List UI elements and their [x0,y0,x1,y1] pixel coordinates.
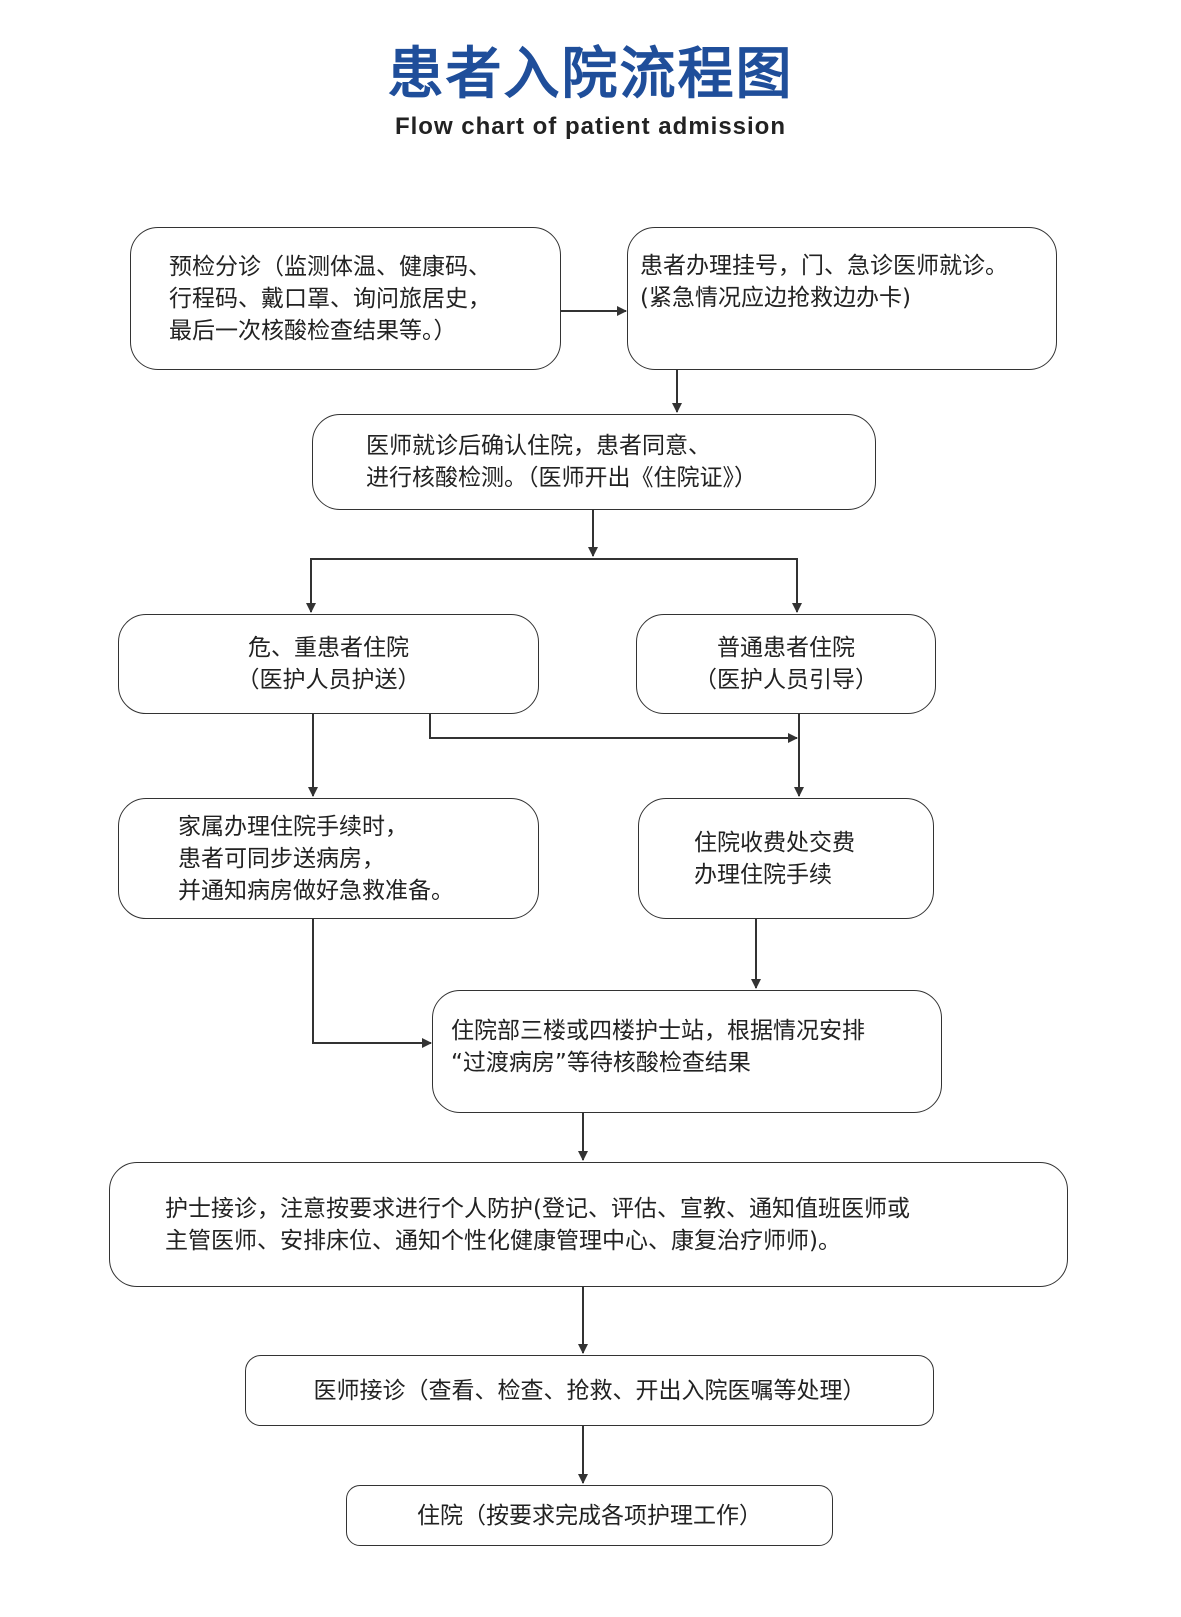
node-line: 最后一次核酸检查结果等。） [169,317,457,344]
node-line: 患者可同步送病房， [178,845,385,872]
node-line: 普通患者住院 [717,635,855,661]
node-transition: 住院部三楼或四楼护士站，根据情况安排 “过渡病房”等待核酸检查结果 [432,990,942,1113]
node-line: 医师接诊（查看、检查、抢救、开出入院医嘱等处理） [313,1377,866,1404]
node-line: 医师就诊后确认住院，患者同意、 [366,433,711,459]
node-line: 行程码、戴口罩、询问旅居史， [169,285,491,312]
arrow-family-to-transition [312,918,432,1048]
node-line: （医护人员引导） [694,667,878,693]
arrow-critical-to-payment-path [429,713,798,743]
node-family: 家属办理住院手续时， 患者可同步送病房， 并通知病房做好急救准备。 [118,798,539,919]
node-line: 并通知病房做好急救准备。 [178,877,454,904]
node-critical: 危、重患者住院 （医护人员护送） [118,614,539,714]
node-line: 办理住院手续 [694,861,832,888]
node-line: 危、重患者住院 [248,635,409,661]
node-line: 住院部三楼或四楼护士站，根据情况安排 [451,1018,865,1044]
node-line: 进行核酸检测。（医师开出《住院证》） [366,465,757,491]
node-confirm: 医师就诊后确认住院，患者同意、 进行核酸检测。（医师开出《住院证》） [312,414,876,510]
node-normal: 普通患者住院 （医护人员引导） [636,614,936,714]
node-line: 预检分诊（监测体温、健康码、 [169,253,491,280]
node-line: （医护人员护送） [236,667,421,693]
node-line: 护士接诊，注意按要求进行个人防护(登记、评估、宣教、通知值班医师或 [165,1195,910,1222]
node-payment: 住院收费处交费 办理住院手续 [638,798,934,919]
node-line: “过渡病房”等待核酸检查结果 [451,1050,751,1076]
node-line: 家属办理住院手续时， [178,813,408,840]
node-line: 住院收费处交费 [694,829,855,856]
node-admit: 住院（按要求完成各项护理工作） [346,1485,833,1546]
node-line: 住院（按要求完成各项护理工作） [417,1502,762,1529]
node-nurse: 护士接诊，注意按要求进行个人防护(登记、评估、宣教、通知值班医师或 主管医师、安… [109,1162,1068,1287]
branch-line [310,558,802,613]
node-registration: 患者办理挂号，门、急诊医师就诊。 (紧急情况应边抢救边办卡) [627,227,1057,370]
node-doctor: 医师接诊（查看、检查、抢救、开出入院医嘱等处理） [245,1355,934,1426]
page-title: 患者入院流程图 [387,42,794,107]
node-line: 主管医师、安排床位、通知个性化健康管理中心、康复治疗师师)。 [165,1227,841,1254]
node-line: 患者办理挂号，门、急诊医师就诊。 [640,253,1008,279]
node-line: (紧急情况应边抢救边办卡) [640,285,911,311]
page-subtitle: Flow chart of patient admission [394,113,787,140]
node-pre-check: 预检分诊（监测体温、健康码、 行程码、戴口罩、询问旅居史， 最后一次核酸检查结果… [130,227,561,370]
